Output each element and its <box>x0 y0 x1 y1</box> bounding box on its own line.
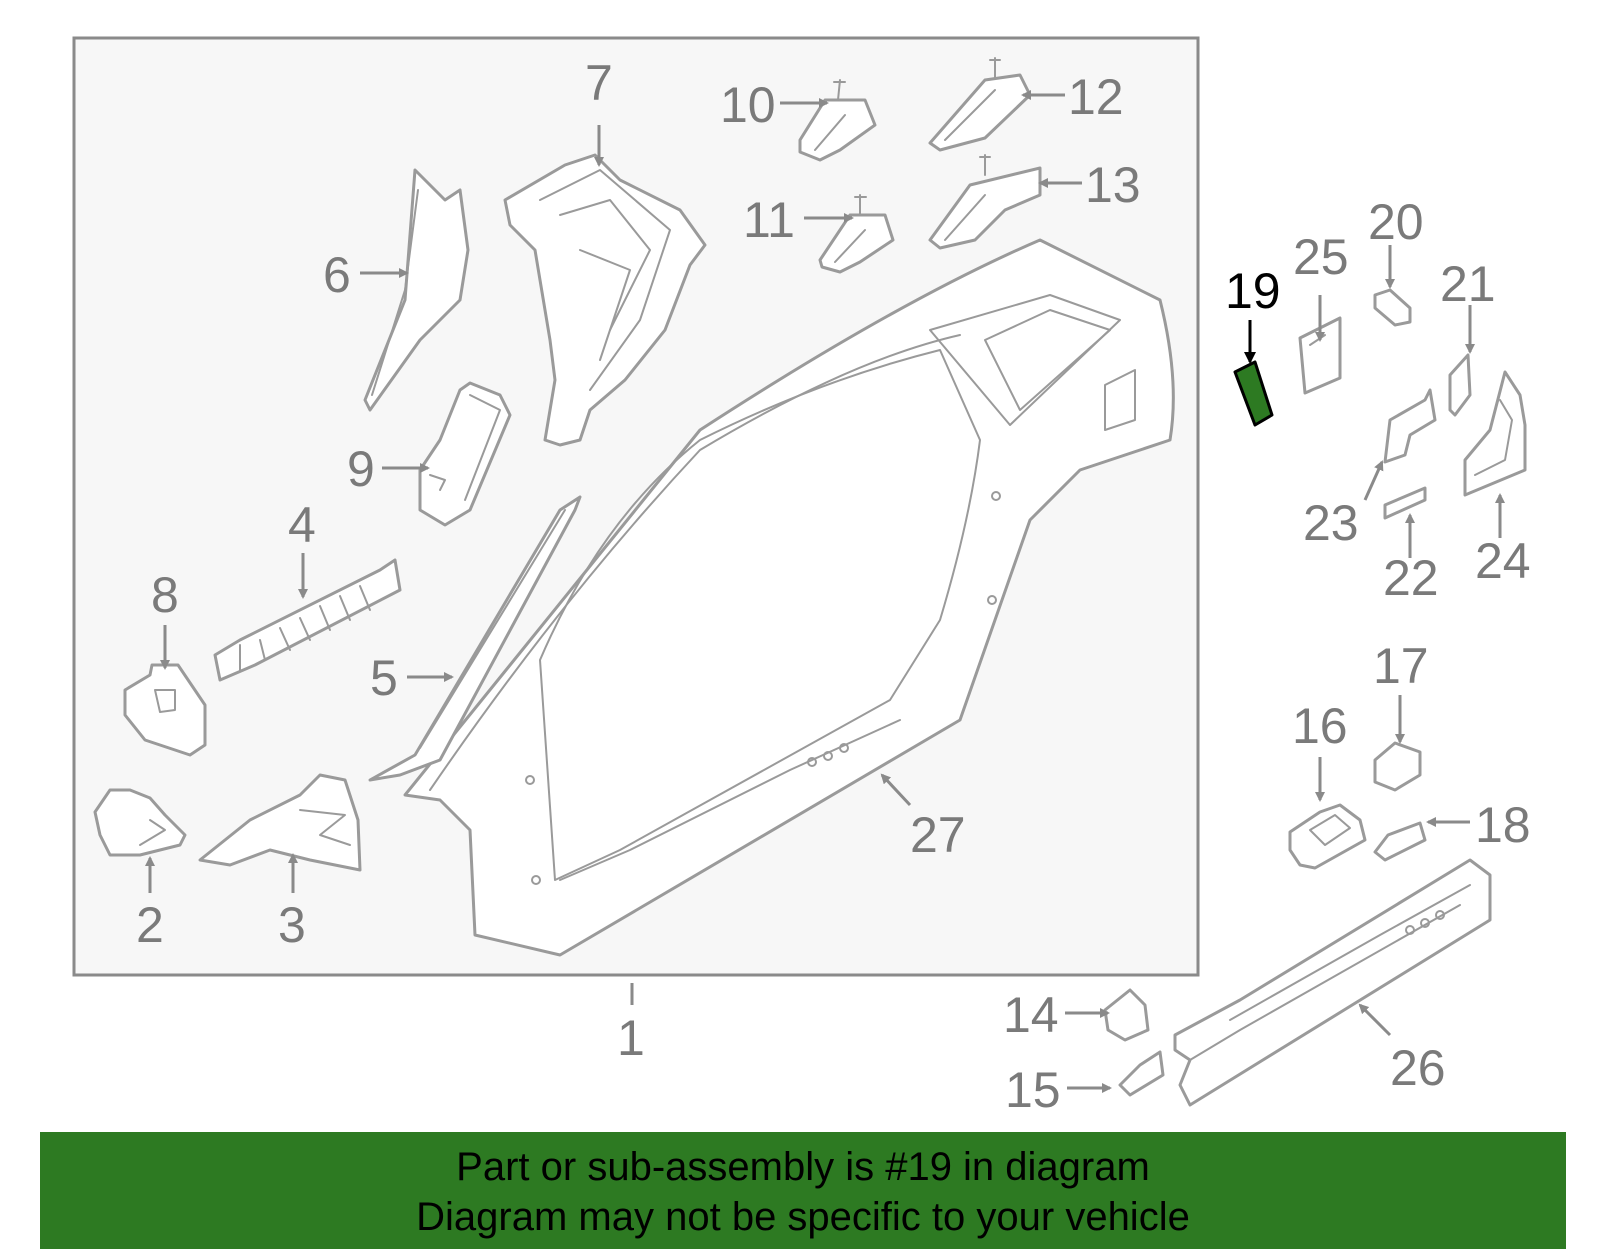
part-18-plate[interactable] <box>1373 821 1427 862</box>
part-6-panel[interactable] <box>363 168 470 412</box>
label-6: 6 <box>323 247 351 303</box>
part-19-highlighted[interactable] <box>1233 360 1274 427</box>
label-13: 13 <box>1085 157 1141 213</box>
banner-line-2: Diagram may not be specific to your vehi… <box>416 1195 1190 1239</box>
part-11-mount[interactable] <box>818 194 895 274</box>
label-19-highlighted: 19 <box>1225 263 1281 319</box>
label-5: 5 <box>370 650 398 706</box>
label-22: 22 <box>1383 550 1439 606</box>
part-17-bracket[interactable] <box>1373 741 1422 792</box>
label-14: 14 <box>1003 987 1059 1043</box>
part-23-bracket[interactable] <box>1383 388 1437 464</box>
part-20-plate[interactable] <box>1373 288 1412 327</box>
part-10-mount[interactable] <box>798 79 877 162</box>
part-2-bracket[interactable] <box>93 788 187 857</box>
part-21-bracket[interactable] <box>1448 353 1472 417</box>
part-4-rail[interactable] <box>213 558 402 682</box>
leader-lines <box>145 90 1505 1093</box>
label-25: 25 <box>1293 229 1349 285</box>
label-18: 18 <box>1475 797 1531 853</box>
label-3: 3 <box>278 897 306 953</box>
part-15-bracket[interactable] <box>1118 1050 1165 1097</box>
label-16: 16 <box>1292 698 1348 754</box>
label-4: 4 <box>288 497 316 553</box>
label-27: 27 <box>910 807 966 863</box>
part-16-bracket[interactable] <box>1288 803 1367 870</box>
label-26: 26 <box>1390 1040 1446 1096</box>
label-15: 15 <box>1005 1062 1061 1118</box>
part-24-bracket[interactable] <box>1463 370 1527 497</box>
label-23: 23 <box>1303 495 1359 551</box>
label-21: 21 <box>1440 256 1496 312</box>
label-17: 17 <box>1373 638 1429 694</box>
label-11: 11 <box>743 192 795 248</box>
part-9-bracket[interactable] <box>418 381 512 527</box>
label-24: 24 <box>1475 533 1531 589</box>
label-10: 10 <box>720 77 776 133</box>
label-12: 12 <box>1068 69 1124 125</box>
part-22-strip[interactable] <box>1383 486 1427 520</box>
part-27-side-panel[interactable] <box>403 238 1175 957</box>
callout-labels: 1 2 3 4 5 6 7 8 9 10 11 12 13 14 15 16 1… <box>136 55 1531 1118</box>
info-banner: Part or sub-assembly is #19 in diagram D… <box>40 1132 1566 1249</box>
label-20: 20 <box>1368 194 1424 250</box>
label-1: 1 <box>617 1010 645 1066</box>
part-26-rocker[interactable] <box>1173 858 1492 1107</box>
label-9: 9 <box>347 441 375 497</box>
part-3-bracket[interactable] <box>198 773 362 872</box>
part-7-quarter-inner[interactable] <box>503 153 707 447</box>
label-8: 8 <box>151 567 179 623</box>
part-5-pillar-strip[interactable] <box>368 495 582 782</box>
part-8-bracket[interactable] <box>123 663 207 757</box>
part-13-bracket[interactable] <box>928 154 1042 250</box>
label-2: 2 <box>136 897 164 953</box>
part-14-bracket[interactable] <box>1103 988 1150 1042</box>
banner-line-1: Part or sub-assembly is #19 in diagram <box>456 1145 1150 1189</box>
label-7: 7 <box>585 55 613 111</box>
